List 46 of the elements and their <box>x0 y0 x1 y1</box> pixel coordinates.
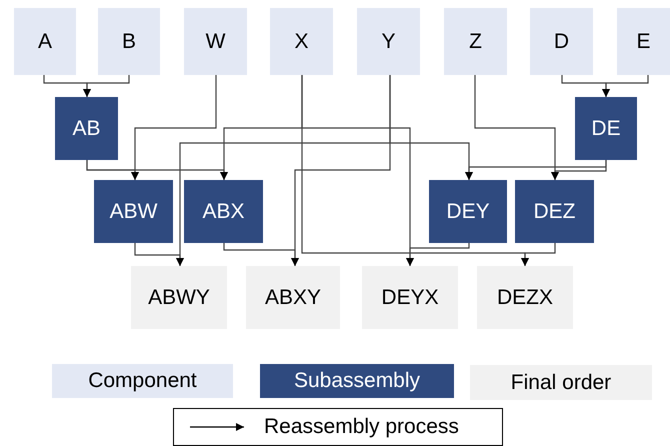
node-label: ABX <box>202 198 245 225</box>
node-label: DE <box>591 116 621 142</box>
node-label: AB <box>72 116 100 142</box>
connector-arrow <box>602 75 649 97</box>
subassembly-box <box>575 97 637 160</box>
subassembly-box <box>429 180 507 243</box>
node-label: DEZ <box>534 198 576 225</box>
node-label: DEYX <box>381 284 439 311</box>
subassembly-box <box>94 180 173 243</box>
component-box <box>444 8 507 75</box>
node-label: A <box>38 28 52 55</box>
subassembly-box <box>515 180 594 243</box>
node-label: Z <box>469 28 482 55</box>
node-label: X <box>294 28 308 55</box>
node-label: E <box>636 28 650 55</box>
final-order-box <box>477 266 573 329</box>
node-label: ABXY <box>264 284 322 311</box>
connector-arrow <box>301 75 529 266</box>
node-label: Y <box>381 28 396 55</box>
component-box <box>98 8 160 75</box>
legend-label: Reassembly process <box>264 414 459 440</box>
component-box <box>184 8 247 75</box>
legend-label: Final order <box>510 370 612 396</box>
node-label: W <box>206 28 226 55</box>
component-box <box>617 8 670 75</box>
component-box <box>14 8 76 75</box>
final-order-box <box>131 266 227 329</box>
component-box <box>270 8 333 75</box>
node-label: ABWY <box>148 284 210 311</box>
node-label: DEY <box>446 198 490 225</box>
final-order-box <box>246 266 340 329</box>
legend-label: Component <box>88 368 197 394</box>
connector-arrow <box>291 75 391 266</box>
node-label: B <box>122 28 136 55</box>
component-box <box>357 8 420 75</box>
subassembly-box <box>184 180 263 243</box>
node-label: D <box>554 28 570 55</box>
legend-label: Subassembly <box>294 368 420 394</box>
component-box <box>530 8 593 75</box>
final-order-box <box>362 266 458 329</box>
connector-arrow <box>131 75 217 180</box>
connector-arrow <box>83 75 130 97</box>
subassembly-box <box>55 97 118 160</box>
node-label: ABW <box>110 198 158 225</box>
node-label: DEZX <box>496 284 553 311</box>
connector-arrow <box>474 75 559 180</box>
